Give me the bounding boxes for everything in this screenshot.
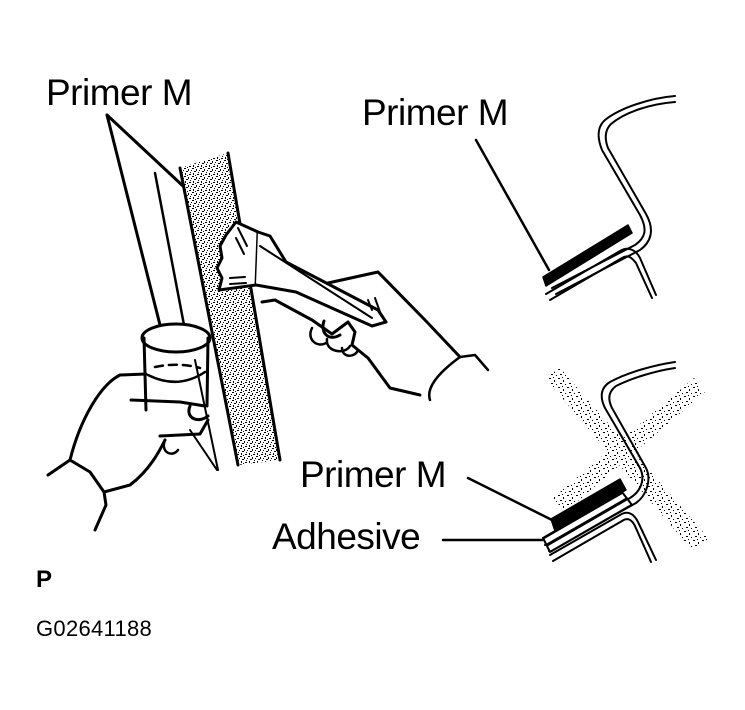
callout-primer-m-top-right: Primer M bbox=[362, 92, 509, 133]
top-right-panel bbox=[474, 95, 676, 301]
callout-adhesive: Adhesive bbox=[272, 516, 421, 557]
left-panel bbox=[46, 113, 490, 532]
callout-primer-m-left: Primer M bbox=[46, 72, 193, 113]
bottom-right-panel bbox=[441, 361, 710, 563]
figure-id: G02641188 bbox=[36, 616, 153, 641]
callout-primer-m-bottom-right: Primer M bbox=[300, 454, 447, 495]
corner-mark: P bbox=[36, 566, 53, 593]
